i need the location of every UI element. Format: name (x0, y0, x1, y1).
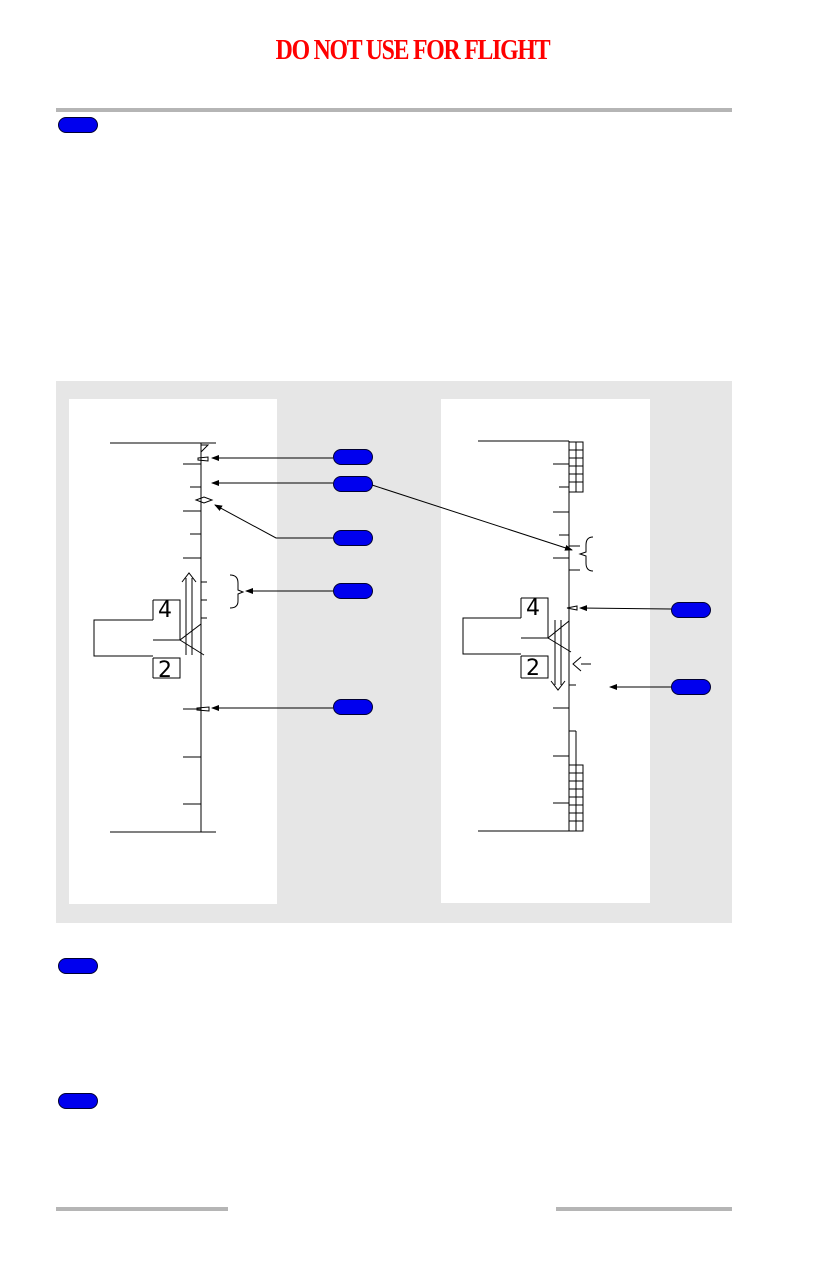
right-display-card (441, 399, 650, 903)
callout-marker-6 (671, 602, 711, 618)
right-callout-leaders (579, 605, 672, 690)
callout-marker-1 (333, 449, 373, 465)
left-altitude-tape (93, 442, 245, 833)
section-marker-3 (58, 1093, 98, 1109)
callout-marker-5 (333, 699, 373, 715)
callout-marker-2 (333, 476, 373, 492)
right-lower-digit: 2 (526, 656, 540, 681)
callout-marker-7 (671, 679, 711, 695)
left-upper-digit: 4 (158, 598, 172, 623)
callout-marker-4 (333, 583, 373, 599)
footer-rule-right (556, 1207, 732, 1211)
section-marker-1 (58, 117, 98, 133)
footer-rule-left (56, 1207, 228, 1211)
left-callout-leaders (211, 455, 573, 711)
section-marker-2 (58, 958, 98, 974)
header-rule (56, 108, 732, 112)
right-altitude-tape (462, 440, 594, 832)
left-lower-digit: 2 (158, 658, 172, 683)
flight-warning-banner: DO NOT USE FOR FLIGHT (275, 34, 551, 66)
callout-marker-3 (333, 530, 373, 546)
right-upper-digit: 4 (526, 596, 540, 621)
